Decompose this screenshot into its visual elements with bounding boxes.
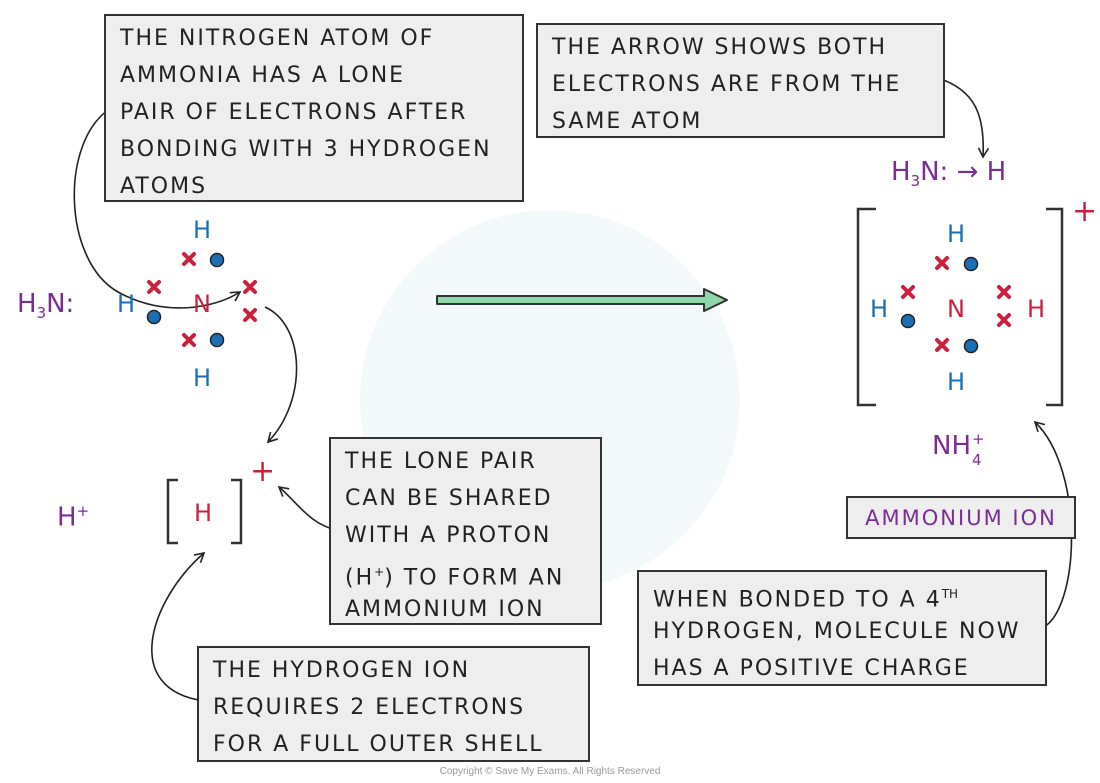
lone-pair-to-proton-arrow (264, 306, 298, 444)
note-paren-sup: + (374, 565, 385, 579)
ammonium-hydrogen-left: H (870, 295, 889, 323)
hydrogen-ion-symbol: H (194, 499, 213, 527)
hydrogen-ion-left-bracket (166, 478, 178, 545)
ammonia-formula: H3N: (17, 290, 74, 327)
dative-bond-formula: H3N: → H (891, 158, 1006, 195)
note-line: BONDING WITH 3 HYDROGEN (120, 137, 492, 162)
note-line: PAIR OF ELECTRONS AFTER (120, 100, 468, 125)
note-line: ELECTRONS ARE FROM THE (552, 72, 902, 97)
hydrogen-ion-note: THE HYDROGEN ION REQUIRES 2 ELECTRONS FO… (197, 646, 590, 762)
copyright-text: Copyright © Save My Exams. All Rights Re… (439, 766, 661, 777)
formula-subscript: 4 (972, 451, 982, 469)
formula-rest: N: (46, 289, 75, 319)
formula-end-h: H (986, 157, 1007, 187)
note-line: AMMONIA HAS A LONE (120, 63, 406, 88)
reaction-arrow (436, 288, 728, 312)
ammonium-electrons (900, 256, 1011, 354)
ammonia-nitrogen: N (193, 290, 211, 318)
dative-arrow: → (956, 157, 979, 187)
arrow-note-pointer (937, 77, 990, 159)
note-line: WHEN BONDED TO A 4th (653, 576, 1033, 613)
ammonium-formula: NH + 4 (932, 430, 985, 469)
note-line: REQUIRES 2 ELECTRONS (213, 695, 526, 720)
proton-formula: H+ (57, 497, 89, 532)
ammonia-hydrogen-bottom: H (193, 364, 212, 392)
hydrogen-ion-right-bracket (231, 478, 243, 545)
hydrogen-ion-charge: + (250, 454, 276, 489)
ammonium-nitrogen: N (947, 295, 965, 323)
ammonium-hydrogen-right: H (1027, 295, 1046, 323)
note-line: SAME ATOM (552, 109, 703, 134)
formula-subscript: 3 (910, 172, 921, 191)
note-line: WITH A PROTON (345, 523, 552, 548)
formula-superscript: + (76, 502, 90, 520)
lone-pair-note: THE NITROGEN ATOM OF AMMONIA HAS A LONE … (104, 14, 524, 202)
cross-electron (901, 256, 1011, 352)
ammonia-electrons (146, 252, 257, 348)
dot-electron (900, 256, 979, 354)
note-line-text: WHEN BONDED TO A 4 (653, 587, 942, 613)
note-line: ATOMS (120, 174, 208, 199)
fourth-hydrogen-note: WHEN BONDED TO A 4th HYDROGEN, MOLECULE … (637, 570, 1047, 686)
note-line: (H+) TO FORM AN (345, 554, 588, 591)
ammonium-ion-label: AMMONIUM ION (846, 496, 1076, 539)
dot-electron (146, 252, 225, 348)
formula-subscript: 3 (36, 304, 47, 323)
note-line: THE HYDROGEN ION (213, 658, 471, 683)
formula-superscript: + (972, 430, 985, 448)
formula-nh: NH (932, 431, 971, 461)
hydrogen-ion-note-pointer (151, 551, 206, 702)
formula-h: H (891, 157, 911, 187)
formula-rest: N: (920, 157, 949, 187)
note-line-rest: TO FORM AN (403, 565, 565, 591)
formula-h: H (57, 502, 77, 533)
lone-pair-pointer-arrow (73, 107, 242, 309)
note-line: CAN BE SHARED (345, 486, 553, 511)
formula-h: H (17, 289, 37, 319)
cross-electron (147, 252, 257, 347)
shared-note: THE LONE PAIR CAN BE SHARED WITH A PROTO… (329, 437, 602, 625)
note-line: HAS A POSITIVE CHARGE (653, 656, 970, 681)
arrow-note: THE ARROW SHOWS BOTH ELECTRONS ARE FROM … (536, 23, 945, 138)
note-line: HYDROGEN, MOLECULE NOW (653, 619, 1021, 644)
note-superscript: th (941, 587, 959, 601)
note-line: THE ARROW SHOWS BOTH (552, 35, 888, 60)
note-line: THE NITROGEN ATOM OF (120, 26, 435, 51)
ammonium-hydrogen-top: H (947, 220, 966, 248)
note-paren-open: (H (345, 565, 375, 591)
ammonium-left-bracket (856, 207, 876, 407)
ammonia-hydrogen-top: H (193, 216, 212, 244)
note-line: THE LONE PAIR (345, 449, 537, 474)
ammonium-hydrogen-bottom: H (947, 368, 966, 396)
ammonium-charge: + (1072, 194, 1098, 229)
ammonium-right-bracket (1046, 207, 1064, 407)
note-paren-close: ) (384, 565, 395, 591)
note-line: FOR A FULL OUTER SHELL (213, 732, 544, 757)
note-line: AMMONIUM ION (345, 597, 545, 622)
ammonia-hydrogen-left: H (117, 290, 136, 318)
